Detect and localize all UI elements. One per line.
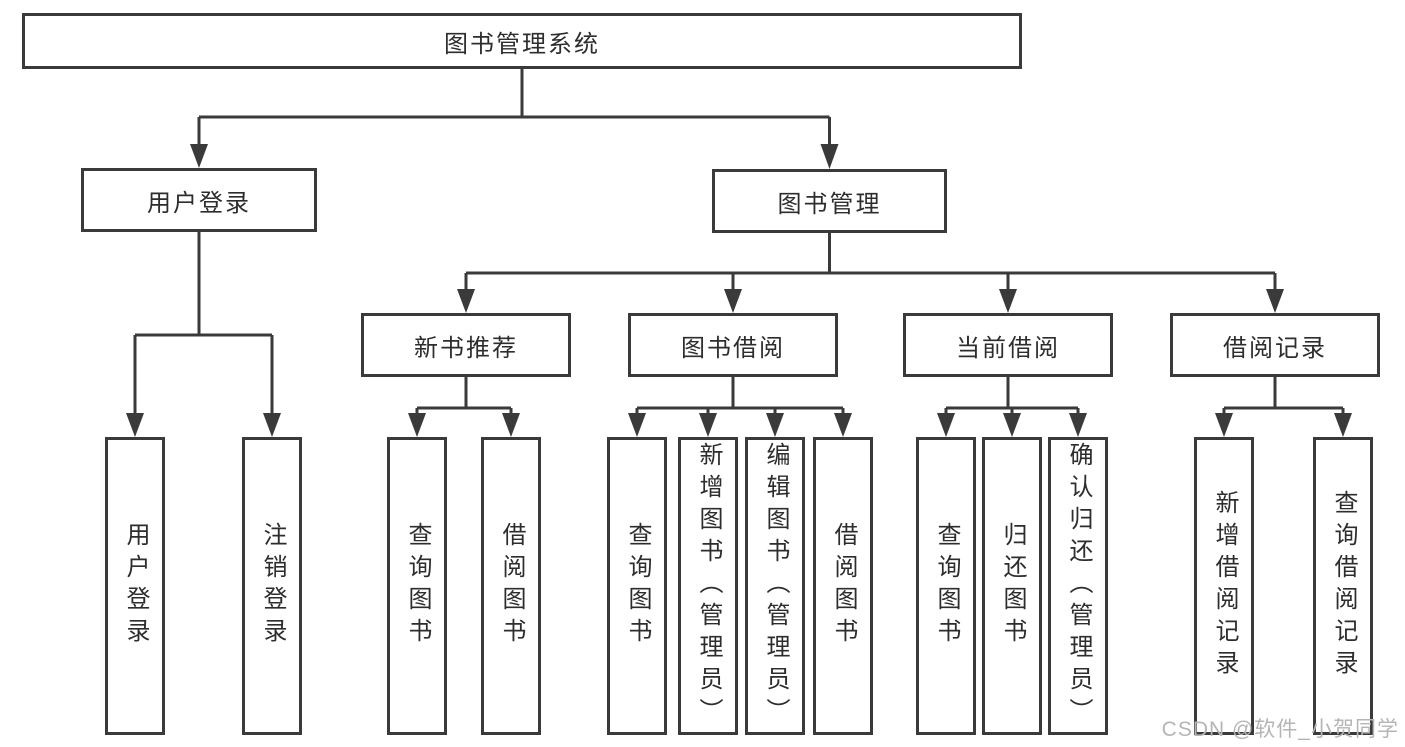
node-label: 归还图书 — [999, 522, 1026, 650]
csdn-watermark: CSDN @软件_小贺同学 — [1161, 718, 1399, 741]
leaf-query-books-recommend: 查询图书 — [387, 437, 447, 735]
node-label: 借阅记录 — [1223, 334, 1327, 362]
leaf-confirm-return-admin: 确认归还（管理员） — [1048, 437, 1108, 735]
node-borrow-records: 借阅记录 — [1170, 313, 1380, 377]
node-label: 查询图书 — [404, 522, 431, 650]
leaf-borrow-books-recommend: 借阅图书 — [481, 437, 541, 735]
leaf-query-borrow-record: 查询借阅记录 — [1313, 437, 1373, 735]
leaf-edit-books-admin: 编辑图书（管理员） — [745, 437, 805, 735]
connector-segments — [133, 69, 1345, 417]
node-user-login: 用户登录 — [81, 168, 317, 232]
node-label: 确认归还（管理员） — [1065, 442, 1092, 730]
node-root-library-system: 图书管理系统 — [22, 13, 1022, 69]
node-book-borrow: 图书借阅 — [628, 313, 838, 377]
connector-arrowheads — [126, 144, 1352, 437]
node-label: 新书推荐 — [414, 334, 518, 362]
node-label: 借阅图书 — [498, 522, 525, 650]
node-label: 编辑图书（管理员） — [762, 442, 789, 730]
node-label: 用户登录 — [147, 189, 251, 217]
node-label: 当前借阅 — [956, 334, 1060, 362]
leaf-add-borrow-record: 新增借阅记录 — [1194, 437, 1254, 735]
node-label: 图书管理 — [777, 190, 882, 218]
leaf-query-books-borrow: 查询图书 — [607, 437, 667, 735]
node-label: 新增借阅记录 — [1211, 490, 1238, 682]
leaf-logout: 注销登录 — [242, 437, 302, 735]
node-label: 图书借阅 — [681, 334, 785, 362]
node-new-book-recommend: 新书推荐 — [361, 313, 571, 377]
leaf-borrow-books: 借阅图书 — [813, 437, 873, 735]
node-book-management: 图书管理 — [712, 169, 947, 233]
node-label: 查询图书 — [624, 522, 651, 650]
node-label: 借阅图书 — [830, 522, 857, 650]
node-current-borrow: 当前借阅 — [903, 313, 1113, 377]
leaf-return-books: 归还图书 — [982, 437, 1042, 735]
leaf-query-books-current: 查询图书 — [916, 437, 976, 735]
node-label: 查询借阅记录 — [1330, 490, 1357, 682]
node-label: 图书管理系统 — [444, 30, 600, 58]
leaf-user-login: 用户登录 — [105, 437, 165, 735]
node-label: 用户登录 — [122, 522, 149, 650]
node-label: 查询图书 — [933, 522, 960, 650]
node-label: 新增图书（管理员） — [695, 442, 722, 730]
node-label: 注销登录 — [259, 522, 286, 650]
leaf-add-books-admin: 新增图书（管理员） — [678, 437, 738, 735]
